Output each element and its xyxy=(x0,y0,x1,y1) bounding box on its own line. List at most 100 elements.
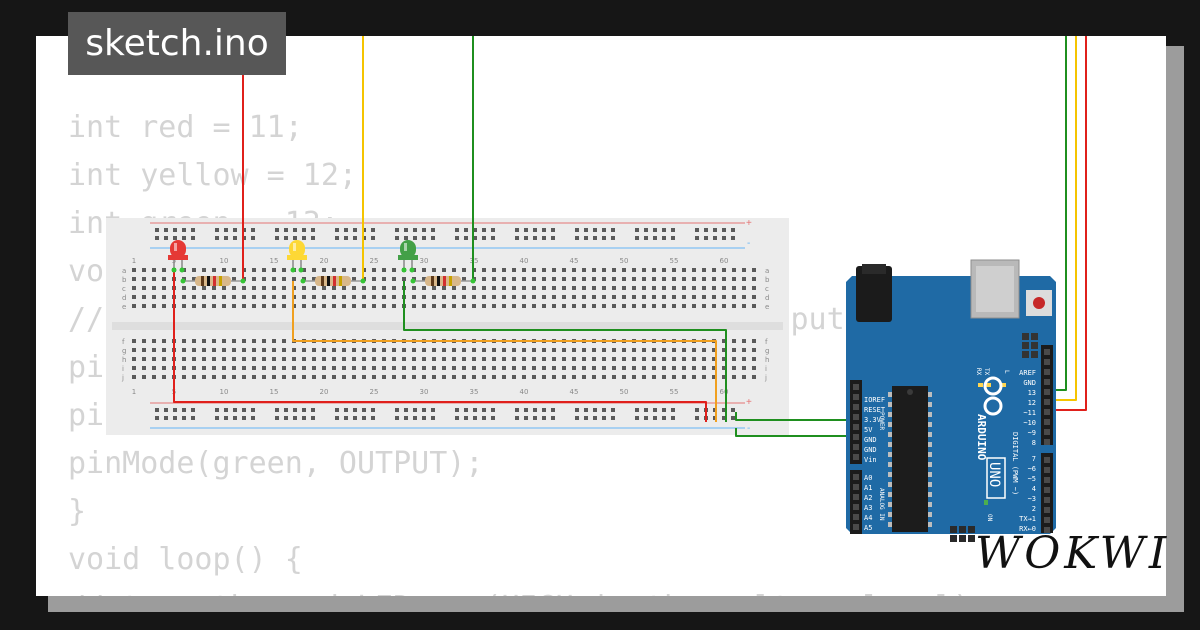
hole xyxy=(682,286,686,290)
hole xyxy=(262,295,266,299)
hole xyxy=(672,268,676,272)
hole xyxy=(442,375,446,379)
hole xyxy=(492,304,496,308)
rail-hole xyxy=(491,408,495,412)
digital-pin-label: ~3 xyxy=(1028,495,1036,503)
hole xyxy=(352,277,356,281)
power-pin-label: Vin xyxy=(864,456,877,464)
hole xyxy=(682,268,686,272)
rail-hole xyxy=(491,416,495,420)
chip-pin xyxy=(888,432,892,437)
rail-minus-label: - xyxy=(747,238,750,249)
arduino-model: UNO xyxy=(986,462,1002,487)
icsp-pin xyxy=(959,526,966,533)
hole xyxy=(492,366,496,370)
rail-hole xyxy=(635,416,639,420)
hole xyxy=(482,357,486,361)
rail-hole xyxy=(482,228,486,232)
row-label-right: h xyxy=(765,356,769,364)
hole xyxy=(482,304,486,308)
rail-hole xyxy=(413,236,417,240)
hole xyxy=(292,366,296,370)
hole xyxy=(202,348,206,352)
rail-hole xyxy=(464,408,468,412)
hole xyxy=(532,286,536,290)
hole xyxy=(342,375,346,379)
hole xyxy=(452,375,456,379)
rail-hole xyxy=(584,236,588,240)
resistor-band xyxy=(339,276,342,286)
hole xyxy=(432,295,436,299)
hole xyxy=(352,304,356,308)
rail-hole xyxy=(284,236,288,240)
hole xyxy=(302,304,306,308)
hole xyxy=(532,304,536,308)
rail-hole xyxy=(695,236,699,240)
hole xyxy=(712,357,716,361)
hole xyxy=(662,286,666,290)
tx-led xyxy=(978,383,983,387)
hole xyxy=(322,366,326,370)
hole xyxy=(502,348,506,352)
hole xyxy=(642,304,646,308)
rail-hole xyxy=(182,408,186,412)
hole xyxy=(602,295,606,299)
chip-pin xyxy=(928,462,932,467)
hole xyxy=(282,366,286,370)
hole xyxy=(702,348,706,352)
row-label-left: g xyxy=(122,347,126,355)
rail-hole xyxy=(635,236,639,240)
arduino-uno[interactable]: IOREFRESET3.3V5VGNDGNDVinPOWERA0A1A2A3A4… xyxy=(846,259,1056,542)
hole xyxy=(162,348,166,352)
row-label-left: h xyxy=(122,356,126,364)
title-tab[interactable]: sketch.ino xyxy=(68,12,286,75)
wire-d11 xyxy=(1045,36,1087,411)
power-pin-label: 3.3V xyxy=(864,416,882,424)
hole xyxy=(142,277,146,281)
hole xyxy=(402,366,406,370)
hole xyxy=(472,357,476,361)
hole xyxy=(372,357,376,361)
hole xyxy=(322,304,326,308)
hole xyxy=(532,295,536,299)
hole xyxy=(512,268,516,272)
digital-pin-label: 12 xyxy=(1028,399,1036,407)
hole xyxy=(402,277,406,281)
hole xyxy=(342,268,346,272)
rail-hole xyxy=(431,408,435,412)
hole xyxy=(472,286,476,290)
hole xyxy=(592,304,596,308)
rail-hole xyxy=(455,236,459,240)
rail-hole xyxy=(164,228,168,232)
hole xyxy=(612,286,616,290)
hole xyxy=(482,366,486,370)
rail-hole xyxy=(344,416,348,420)
hole xyxy=(212,339,216,343)
hole xyxy=(542,366,546,370)
hole xyxy=(742,295,746,299)
hole xyxy=(552,304,556,308)
hole xyxy=(592,295,596,299)
hole xyxy=(692,295,696,299)
hole xyxy=(322,375,326,379)
hole xyxy=(332,357,336,361)
chip-pin xyxy=(928,522,932,527)
hole xyxy=(392,277,396,281)
header-pin xyxy=(1044,349,1050,355)
hole xyxy=(432,286,436,290)
l-label: L xyxy=(1003,370,1010,374)
header-pin xyxy=(853,484,859,490)
hole xyxy=(422,304,426,308)
hole xyxy=(522,277,526,281)
hole xyxy=(422,286,426,290)
hole xyxy=(412,295,416,299)
rail-hole xyxy=(653,236,657,240)
column-number: 55 xyxy=(670,257,679,265)
hole xyxy=(612,348,616,352)
hole xyxy=(622,277,626,281)
hole xyxy=(712,375,716,379)
rail-hole xyxy=(275,416,279,420)
hole xyxy=(702,295,706,299)
hole xyxy=(352,366,356,370)
rail-hole xyxy=(584,228,588,232)
